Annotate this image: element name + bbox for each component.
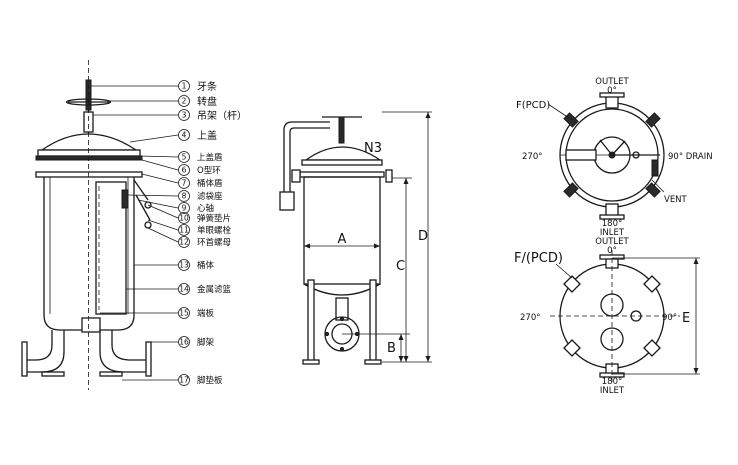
svg-text:16: 16 bbox=[179, 338, 189, 347]
svg-text:11: 11 bbox=[179, 226, 189, 235]
top-view: OUTLET 0° F(PCD) 270° 90° DRAIN VENT 180… bbox=[516, 77, 713, 238]
svg-text:转盘: 转盘 bbox=[197, 95, 217, 108]
svg-text:脚垫板: 脚垫板 bbox=[197, 375, 223, 386]
svg-text:桶体: 桶体 bbox=[197, 260, 215, 271]
callout-10: 10 弹簧垫片 bbox=[178, 212, 231, 224]
svg-text:2: 2 bbox=[182, 97, 187, 106]
callout-6: 6 O型环 bbox=[178, 164, 221, 176]
svg-text:13: 13 bbox=[179, 261, 189, 270]
svg-text:上盖: 上盖 bbox=[197, 129, 217, 142]
svg-text:9: 9 bbox=[182, 204, 187, 213]
top-inlet-label: INLET bbox=[600, 228, 625, 238]
svg-text:O型环: O型环 bbox=[197, 166, 221, 176]
svg-text:10: 10 bbox=[179, 214, 189, 223]
callout-7: 7 桶体盾 bbox=[178, 177, 223, 189]
svg-text:8: 8 bbox=[182, 192, 187, 201]
top-outlet-label: OUTLET bbox=[595, 77, 629, 87]
dim-d-label: D bbox=[418, 229, 428, 244]
svg-text:上盖盾: 上盖盾 bbox=[197, 152, 223, 163]
svg-text:吊架（杆）: 吊架（杆） bbox=[197, 110, 247, 122]
callout-2: 2 转盘 bbox=[178, 95, 217, 108]
callout-list: 1 牙条 2 转盘 3 吊架（杆） 4 上盖 5 上盖盾 6 O型环 7 桶体盾 8 滤袋座 9… bbox=[178, 80, 247, 386]
callout-16: 16 脚架 bbox=[178, 336, 215, 348]
bottom-180-label: 180° bbox=[602, 377, 622, 387]
callout-4: 4 上盖 bbox=[178, 129, 217, 142]
top-180-label: 180° bbox=[602, 219, 622, 229]
svg-text:端板: 端板 bbox=[197, 308, 215, 319]
dim-a-label: A bbox=[338, 232, 347, 247]
svg-text:15: 15 bbox=[179, 309, 189, 318]
svg-text:心轴: 心轴 bbox=[197, 203, 214, 214]
dim-c-label: C bbox=[396, 259, 405, 274]
callout-9: 9 心轴 bbox=[178, 202, 214, 214]
bottom-inlet-label: INLET bbox=[600, 386, 625, 396]
top-drain-label: 90° DRAIN bbox=[668, 152, 713, 162]
svg-text:7: 7 bbox=[182, 179, 187, 188]
n3-label: N3 bbox=[364, 141, 382, 156]
vent-label: VENT bbox=[664, 195, 688, 205]
callout-14: 14 金属滤篮 bbox=[178, 283, 232, 295]
side-elevation-view: A N3 D C B bbox=[279, 111, 432, 365]
dim-e-label: E bbox=[682, 311, 690, 326]
svg-text:弹簧垫片: 弹簧垫片 bbox=[197, 213, 231, 224]
svg-text:5: 5 bbox=[182, 153, 187, 162]
dim-b-label: B bbox=[387, 341, 396, 356]
svg-text:牙条: 牙条 bbox=[197, 80, 217, 93]
callout-3: 3 吊架（杆） bbox=[178, 109, 247, 122]
svg-text:脚架: 脚架 bbox=[197, 337, 215, 348]
callout-8: 8 滤袋座 bbox=[178, 190, 223, 202]
svg-text:金属滤篮: 金属滤篮 bbox=[197, 284, 232, 295]
svg-text:6: 6 bbox=[182, 166, 187, 175]
top-outlet-angle: 0° bbox=[607, 86, 617, 96]
callout-17: 17 脚垫板 bbox=[178, 374, 223, 386]
bottom-outlet-angle: 0° bbox=[607, 246, 617, 256]
bottom-270-label: 270° bbox=[520, 313, 540, 323]
top-270-label: 270° bbox=[522, 152, 542, 162]
svg-text:14: 14 bbox=[179, 285, 189, 294]
callout-13: 13 桶体 bbox=[178, 259, 215, 271]
svg-text:1: 1 bbox=[182, 82, 187, 91]
svg-text:桶体盾: 桶体盾 bbox=[197, 178, 223, 189]
callout-5: 5 上盖盾 bbox=[178, 151, 223, 163]
section-view bbox=[21, 60, 152, 390]
top-pcd-label: F(PCD) bbox=[516, 100, 550, 111]
bottom-pcd-label: F/(PCD) bbox=[514, 251, 563, 266]
callout-1: 1 牙条 bbox=[178, 80, 217, 93]
svg-text:12: 12 bbox=[179, 238, 189, 247]
callout-12: 12 环首螺母 bbox=[178, 236, 231, 248]
bottom-90-label: 90° bbox=[662, 313, 677, 323]
svg-text:滤袋座: 滤袋座 bbox=[197, 191, 223, 202]
svg-text:单眼螺栓: 单眼螺栓 bbox=[197, 225, 232, 236]
svg-text:17: 17 bbox=[179, 376, 189, 385]
bottom-view: E OUTLET 0° F/(PCD) 270° 90° 180° INLET bbox=[514, 237, 700, 396]
svg-text:环首螺母: 环首螺母 bbox=[197, 237, 231, 248]
bottom-outlet-label: OUTLET bbox=[595, 237, 629, 247]
svg-text:3: 3 bbox=[182, 111, 187, 120]
callout-leaders bbox=[91, 85, 179, 381]
callout-15: 15 端板 bbox=[178, 307, 215, 319]
callout-11: 11 单眼螺栓 bbox=[178, 224, 232, 236]
svg-text:4: 4 bbox=[182, 131, 187, 140]
